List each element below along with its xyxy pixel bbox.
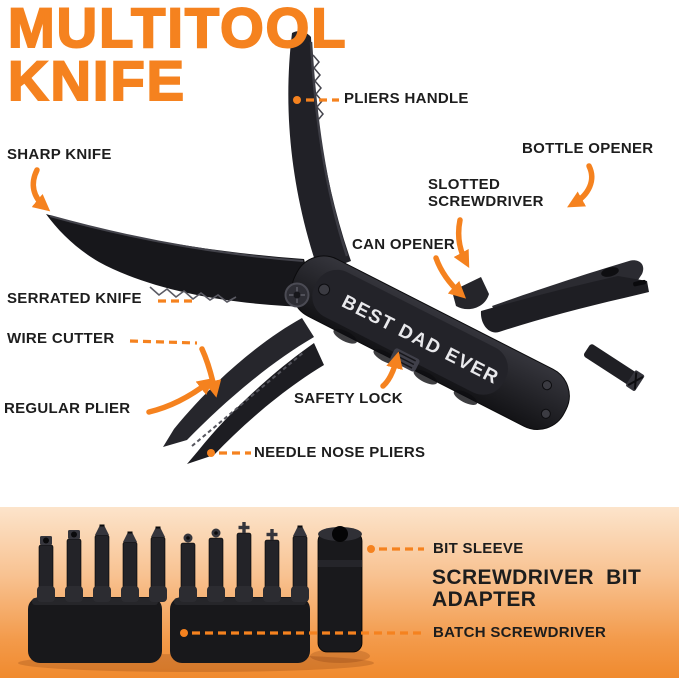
adapter-shadow <box>310 649 370 663</box>
label-slotted-screwdriver: SLOTTED SCREWDRIVER <box>428 176 544 210</box>
label-sharp-knife: SHARP KNIFE <box>7 146 112 163</box>
bit-torx-1 <box>179 533 197 602</box>
phillips-screwdriver-tool <box>583 344 645 391</box>
label-bit-sleeve: BIT SLEEVE <box>433 540 524 557</box>
regular-plier-arrow <box>146 377 215 415</box>
bit-slot-2 <box>121 531 139 602</box>
callout-graphics <box>30 96 595 637</box>
wire-cutter-callout-line <box>129 339 198 345</box>
screwdriver-bits <box>37 522 309 602</box>
pliers-handle-shape <box>288 31 351 274</box>
label-safety-lock: SAFETY LOCK <box>294 390 403 407</box>
title-line2: KNIFE <box>7 48 186 112</box>
label-can-opener: CAN OPENER <box>352 236 456 253</box>
knife-blade-shape <box>46 214 317 307</box>
bit-slot-4 <box>291 525 309 602</box>
bit-torx-2 <box>207 528 225 602</box>
label-screwdriver-bit-adapter: SCREWDRIVER BIT ADAPTER <box>432 566 642 612</box>
sharp-knife-arrow <box>30 167 51 212</box>
bit-phillips-1 <box>235 522 253 602</box>
main-handle: BEST DAD EVER <box>291 255 570 430</box>
label-wire-cutter: WIRE CUTTER <box>7 330 115 347</box>
slotted-screwdriver-tool <box>480 276 649 333</box>
pliers-handle-dot <box>293 96 301 104</box>
bit-slot-1 <box>93 524 111 602</box>
title-line1: MULTITOOL <box>7 0 348 59</box>
needle-nose-pliers-shape <box>163 318 324 464</box>
bit-phillips-2 <box>263 529 281 602</box>
batch-screwdriver-dot <box>180 629 188 637</box>
bit-holder-block-2 <box>170 597 310 663</box>
bit-kit <box>18 522 374 672</box>
bit-slot-3 <box>149 526 167 602</box>
page-title: MULTITOOL KNIFE <box>7 0 348 112</box>
bit-adapter-sleeve <box>317 526 363 653</box>
bit-hex-2 <box>65 530 83 602</box>
label-bottle-opener: BOTTLE OPENER <box>522 140 654 157</box>
pivot-screw <box>284 282 310 308</box>
label-serrated-knife: SERRATED KNIFE <box>7 290 142 307</box>
slotted-screwdriver-arrow <box>453 217 470 269</box>
can-opener-tool <box>452 277 489 310</box>
label-regular-plier: REGULAR PLIER <box>4 400 131 417</box>
needle-nose-dot <box>207 449 215 457</box>
can-opener-arrow <box>433 255 467 299</box>
bit-sleeve-dot <box>367 545 375 553</box>
bottle-opener-arrow <box>567 163 595 208</box>
safety-lock-arrow <box>380 351 403 389</box>
label-batch-screwdriver: BATCH SCREWDRIVER <box>433 624 607 641</box>
serrated-edge <box>149 286 237 303</box>
plier-teeth <box>191 351 305 447</box>
label-pliers-handle: PLIERS HANDLE <box>344 90 469 107</box>
multitool-knife: BEST DAD EVER <box>46 31 649 464</box>
bit-holder-block-1 <box>28 597 162 663</box>
bit-hex-1 <box>37 536 55 602</box>
label-needle-nose-pliers: NEEDLE NOSE PLIERS <box>254 444 426 461</box>
